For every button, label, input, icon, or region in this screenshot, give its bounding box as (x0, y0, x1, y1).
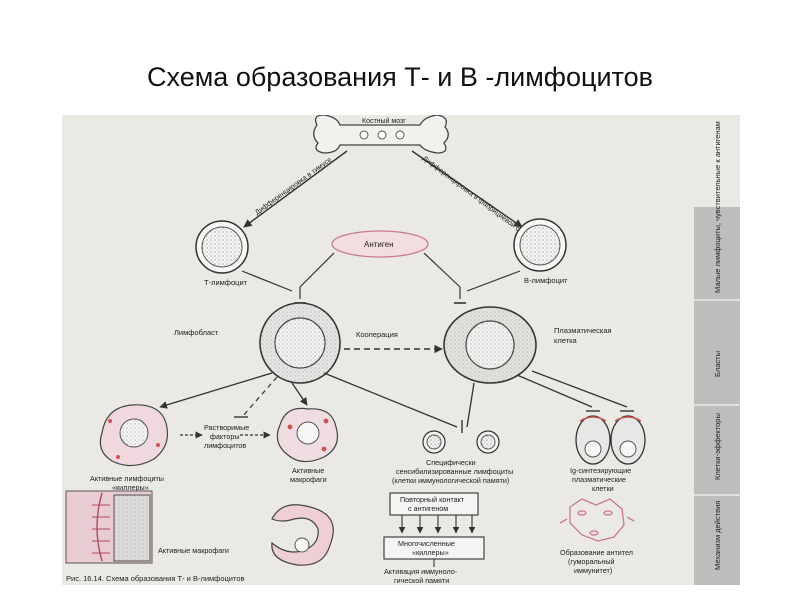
plasma-cell (443, 306, 537, 384)
cooperation-label: Кооперация (356, 330, 398, 339)
b-lymphocyte-cell (513, 218, 567, 272)
memory-activation-label: Активация иммуноло- гической памяти (384, 567, 459, 585)
ig-plasma-cells (575, 415, 646, 465)
active-lymphocytes-label: Активные лимфоциты «киллеры» (90, 474, 166, 492)
slide-title: Схема образования Т- и В -лимфоцитов (147, 62, 653, 92)
figure-caption: Рис. 16.14. Схема образования Т- и В-лим… (66, 574, 245, 583)
active-macrophages-label-1: Активные макрофаги (290, 466, 327, 484)
antibody-ring-illustration (559, 498, 635, 542)
t-lymphocyte-label: Т-лимфоцит (204, 278, 248, 287)
sensitized-lymphocytes-label: Специфически сенсибилизированные лимфоци… (392, 458, 515, 485)
repeat-contact-label: Повторный контакт с антигеном (400, 495, 466, 513)
side-panel (694, 207, 740, 585)
b-lymphocyte-label: В-лимфоцит (524, 276, 568, 285)
t-lymphocyte-cell (195, 220, 249, 274)
active-macrophage-cell (276, 407, 339, 463)
side-label-mechanism: Механизм действия (713, 501, 722, 570)
side-label-effector-cells: Клетки-эффекторы (713, 413, 722, 480)
plasma-cell-label: Плазматическая клетка (554, 326, 614, 345)
bone-marrow-icon (313, 115, 449, 154)
many-killers-label: Многочисленные «киллеры» (398, 539, 457, 557)
lymphoblast-label: Лимфобласт (174, 328, 219, 337)
arrow-to-t (243, 150, 348, 228)
soluble-factors-label: Растворимые факторы лимфоцитов (204, 423, 251, 450)
side-label-small-lymphocytes: Малые лимфоциты, чувствительные к антиге… (713, 121, 722, 293)
lymphocyte-formation-diagram: Малые лимфоциты, чувствительные к антиге… (62, 115, 740, 585)
ig-cells-label: Ig-синтезирующие плазматические клетки (570, 466, 633, 493)
antibody-formation-label: Образование антител (гуморальный иммунит… (560, 548, 635, 575)
repeat-contact-box (389, 492, 479, 516)
crescent-macrophage-illustration (271, 504, 334, 566)
memory-lymphocyte-cells (422, 430, 500, 454)
active-lymphocyte-killer-cell (99, 404, 169, 467)
macrophage-mechanism-illustration (65, 490, 153, 564)
lymphoblast-cell (259, 302, 341, 384)
antigen-label: Антиген (364, 240, 394, 249)
active-macrophages-label-2: Активные макрофаги (158, 546, 229, 555)
antigen-ellipse (331, 230, 429, 258)
arrow-to-b (411, 150, 523, 228)
side-label-blasts: Бласты (713, 351, 722, 377)
bone-marrow-label: Костный мозг (362, 117, 406, 125)
